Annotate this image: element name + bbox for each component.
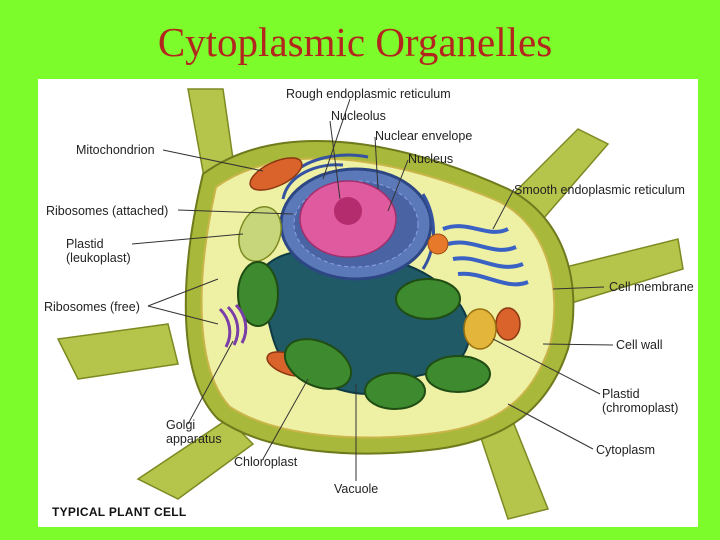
- chloroplast: [364, 372, 426, 410]
- smooth-er: [442, 224, 529, 287]
- cell-wall-extension-right: [557, 238, 684, 305]
- label-rough-er: Rough endoplasmic reticulum: [286, 87, 451, 101]
- label-plastid-chromoplast: Plastid: [602, 387, 640, 401]
- label-vacuole: Vacuole: [334, 482, 379, 496]
- mitochondrion: [249, 157, 303, 191]
- label-plastid-leukoplast: Plastid: [66, 237, 104, 251]
- label-chloroplast: Chloroplast: [234, 455, 298, 469]
- label-ribosomes-attached: Ribosomes (attached): [46, 204, 169, 218]
- mitochondrion: [495, 307, 521, 341]
- oil-droplet: [427, 233, 449, 255]
- plant-cell-illustration: [56, 88, 684, 520]
- label-cell-membrane: Cell membrane: [609, 280, 694, 294]
- cell-wall-extension-bottom-left: [136, 418, 255, 500]
- chloroplast: [395, 278, 461, 320]
- label-nucleolus: Nucleolus: [331, 109, 386, 123]
- leader-lines: [131, 98, 614, 481]
- label-nucleus: Nucleus: [408, 152, 454, 166]
- label-golgi-apparatus: apparatus: [166, 432, 222, 446]
- golgi-apparatus: [218, 303, 248, 348]
- label-cell-wall: Cell wall: [616, 338, 663, 352]
- cell-wall-extension-left: [56, 323, 179, 380]
- label-mitochondrion: Mitochondrion: [76, 143, 155, 157]
- diagram-caption: TYPICAL PLANT CELL: [52, 505, 187, 519]
- nucleolus: [334, 197, 362, 225]
- rough-er: [421, 193, 435, 270]
- label-leukoplast: (leukoplast): [66, 251, 131, 265]
- leukoplast: [238, 206, 282, 262]
- label-ribosomes-free: Ribosomes (free): [44, 300, 140, 314]
- chloroplast: [425, 355, 491, 393]
- label-smooth-er: Smooth endoplasmic reticulum: [514, 183, 685, 197]
- chloroplast: [283, 338, 353, 390]
- slide-title: Cytoplasmic Organelles: [157, 19, 553, 65]
- label-nuclear-envelope: Nuclear envelope: [375, 129, 473, 143]
- chromoplast: [463, 308, 497, 350]
- label-golgi: Golgi: [166, 418, 196, 432]
- label-chromoplast: (chromoplast): [602, 401, 679, 415]
- label-cytoplasm: Cytoplasm: [596, 443, 656, 457]
- diagram-panel: Rough endoplasmic reticulum Nucleolus Nu…: [38, 79, 698, 527]
- chloroplast: [237, 261, 279, 327]
